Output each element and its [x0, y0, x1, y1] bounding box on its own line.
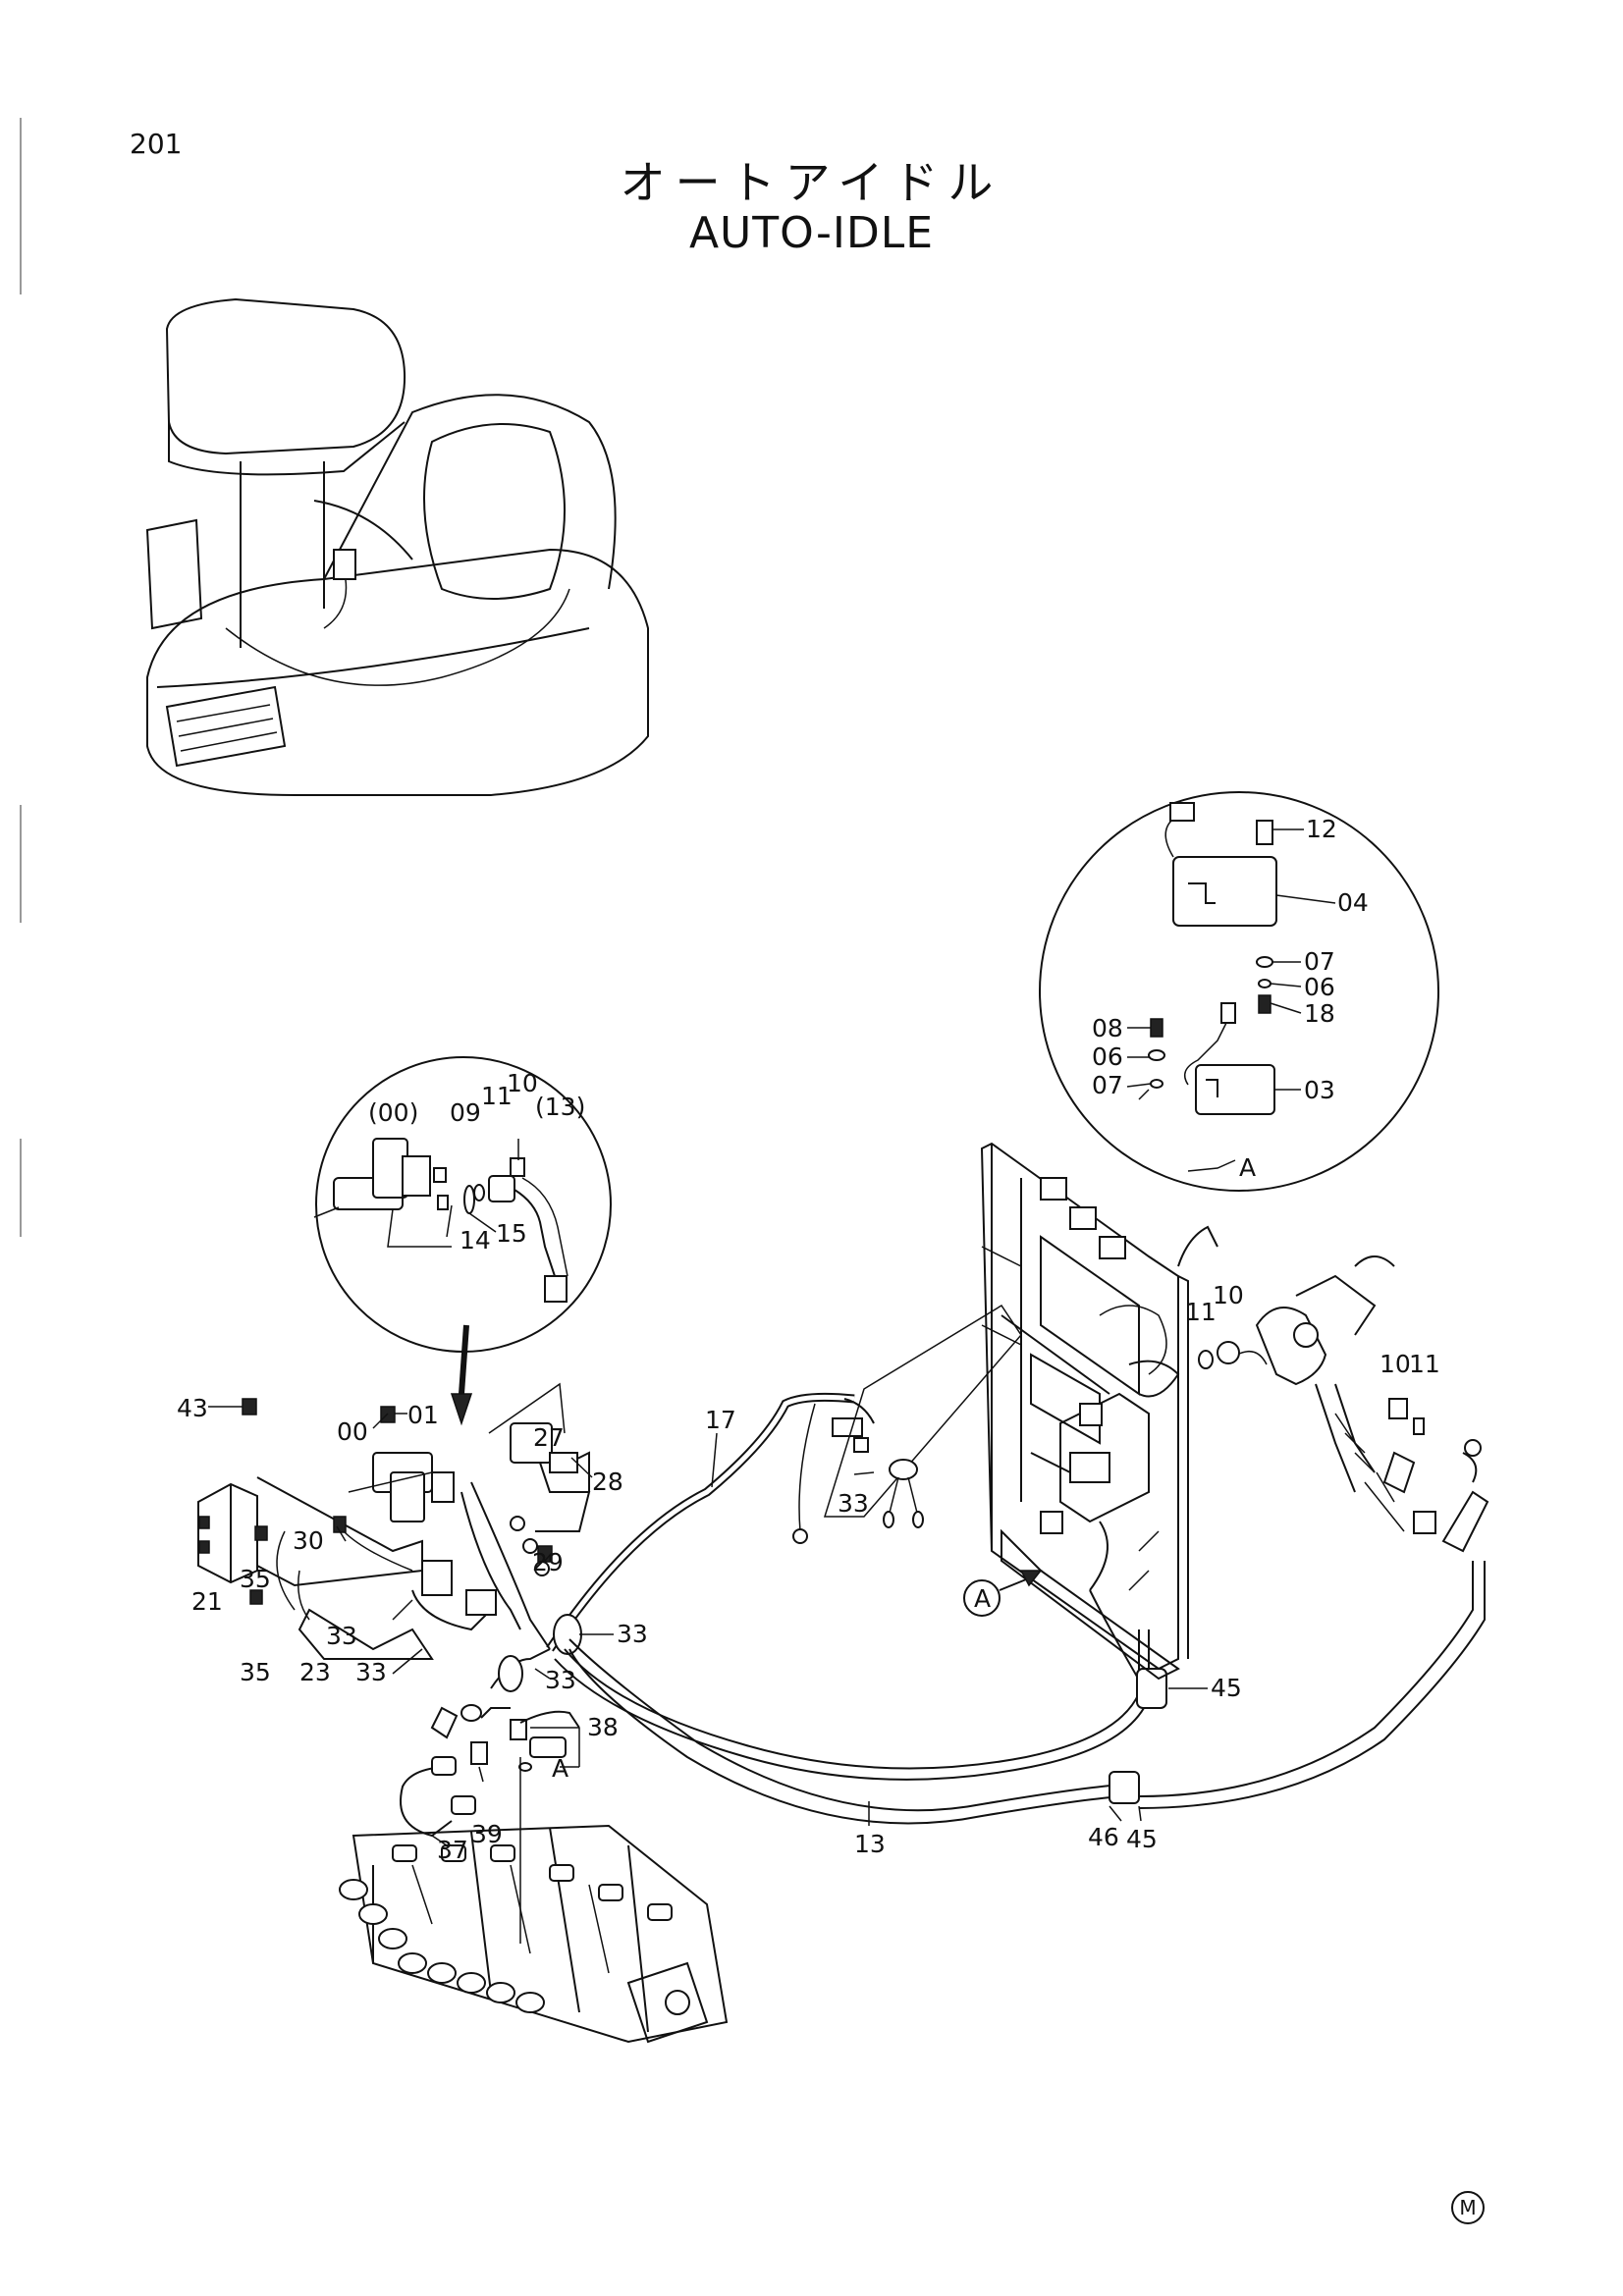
page-number: 201: [130, 128, 183, 160]
margin-mark: [20, 805, 22, 923]
callout-33: 33: [355, 1658, 387, 1686]
cab-frame: [980, 1142, 1218, 1681]
callout-17: 17: [705, 1406, 736, 1434]
manual-mark-icon: M: [1451, 2191, 1485, 2224]
callout-15: 15: [496, 1219, 527, 1248]
control-valve: [339, 1824, 729, 2044]
title-english: AUTO-IDLE: [688, 208, 935, 258]
callout-07: 07: [1092, 1071, 1123, 1099]
callout-43: 43: [177, 1394, 208, 1422]
connector-inset: [823, 1304, 1022, 1528]
callout-11: 11: [481, 1082, 513, 1110]
callout-39: 39: [471, 1820, 503, 1848]
valve-spools: [339, 1879, 545, 2013]
callout-labels: 12 04 07 06 18 08 06 07 03 A (00) 09 11 …: [177, 815, 1440, 1864]
callout-13: 13: [854, 1830, 886, 1858]
callout-09: 09: [450, 1098, 481, 1127]
leader-lines: [208, 828, 1336, 1846]
callout-33: 33: [838, 1489, 869, 1518]
detail-circle-a: [1039, 791, 1439, 1192]
callout-35: 35: [240, 1565, 271, 1593]
callout-06: 06: [1304, 973, 1335, 1001]
margin-mark: [20, 118, 22, 294]
callout-06: 06: [1092, 1042, 1123, 1071]
callout-07: 07: [1304, 947, 1335, 976]
margin-mark: [20, 1139, 22, 1237]
callout-08: 08: [1092, 1014, 1123, 1042]
callout-23: 23: [299, 1658, 331, 1686]
callout-18: 18: [1304, 999, 1335, 1028]
callout-11: 11: [1185, 1298, 1217, 1326]
callout-12: 12: [1306, 815, 1337, 843]
callout-33: 33: [326, 1622, 357, 1650]
callout-a-circle: A: [974, 1584, 991, 1613]
callout-21: 21: [191, 1587, 223, 1616]
callout-detail-a: A: [1239, 1153, 1256, 1182]
callout-13-paren: (13): [535, 1093, 585, 1121]
callout-10: 10: [1213, 1281, 1244, 1309]
callout-27: 27: [533, 1423, 565, 1452]
callout-33: 33: [545, 1666, 576, 1694]
callout-a-ref: A: [552, 1754, 568, 1783]
callout-45: 45: [1211, 1674, 1242, 1702]
callout-14: 14: [460, 1226, 491, 1255]
machine-overview: [145, 297, 649, 796]
lever-mechanism: [1198, 1255, 1425, 1532]
callout-00: 00: [337, 1417, 368, 1446]
callout-04: 04: [1337, 888, 1369, 917]
callout-46: 46: [1088, 1823, 1119, 1851]
callout-10: 10: [507, 1069, 538, 1097]
detail-circle-switch: [313, 1056, 612, 1426]
reference-circle-a: [963, 1570, 1043, 1617]
callout-38: 38: [587, 1713, 619, 1741]
callout-37: 37: [437, 1836, 468, 1864]
callout-35: 35: [240, 1658, 271, 1686]
callout-30: 30: [293, 1526, 324, 1555]
callout-10: 10: [1380, 1350, 1411, 1378]
callout-28: 28: [592, 1468, 623, 1496]
callout-29: 29: [532, 1548, 564, 1576]
pressure-switch-fittings: [400, 1704, 580, 1944]
pilot-hoses: [554, 1439, 1489, 1825]
callout-33: 33: [617, 1620, 648, 1648]
callout-03: 03: [1304, 1076, 1335, 1104]
callout-01: 01: [407, 1401, 439, 1429]
callout-00-paren: (00): [368, 1098, 418, 1127]
callout-45: 45: [1126, 1825, 1158, 1853]
title-japanese: オートアイドル: [620, 156, 1003, 209]
callout-11: 11: [1409, 1350, 1440, 1378]
